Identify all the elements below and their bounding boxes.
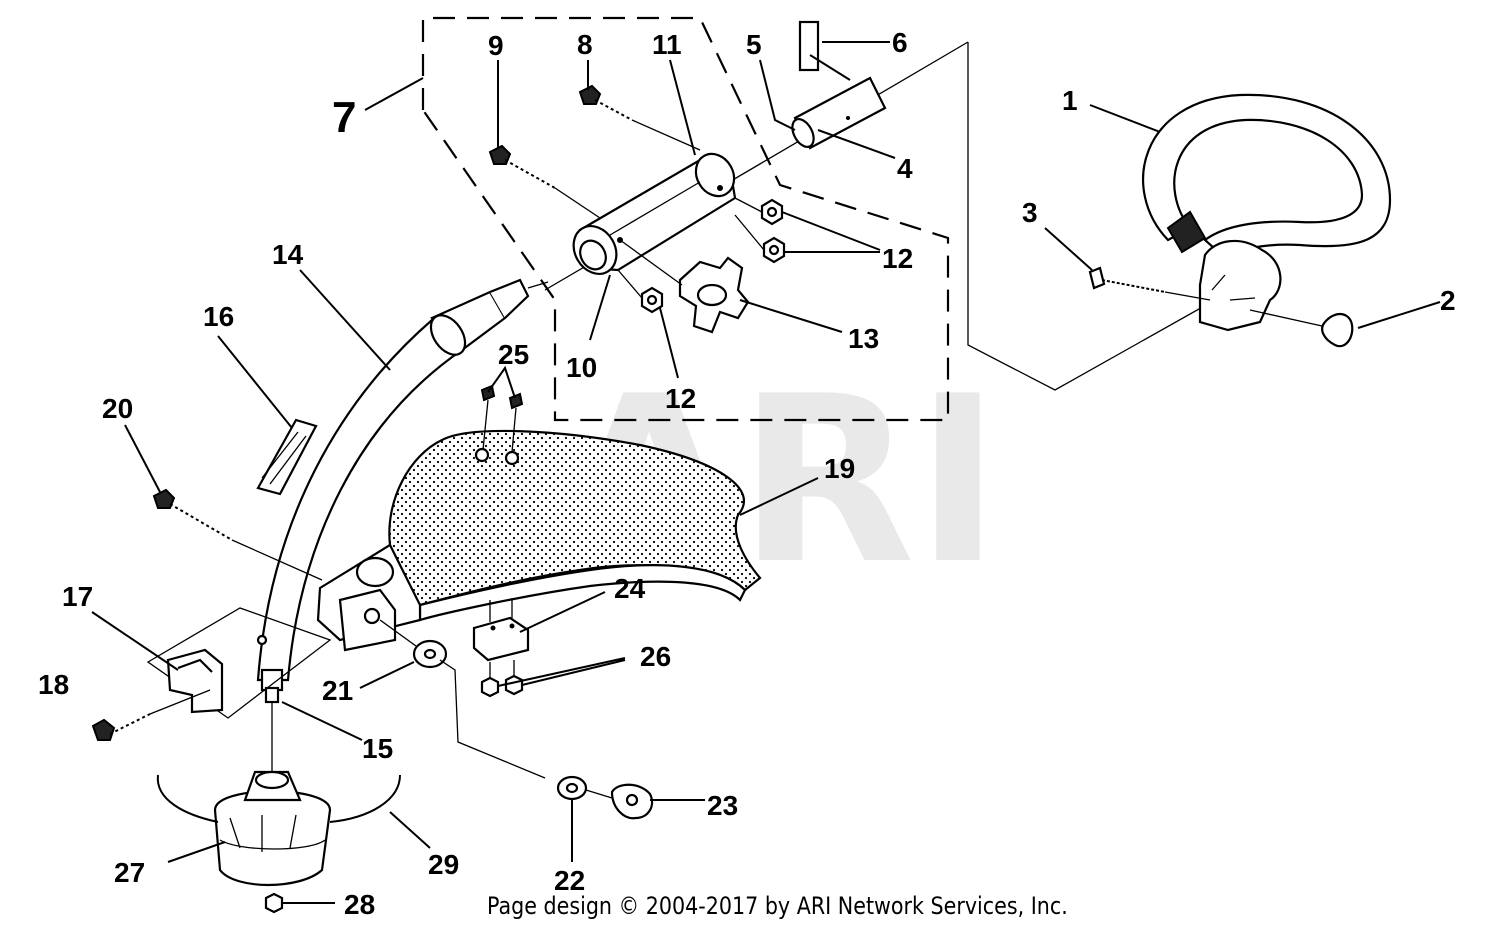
- callout-12-lower: 12: [665, 383, 696, 414]
- leader-1: [1089, 104, 1161, 133]
- part-13-knob: [619, 239, 750, 334]
- part-12-nut-upper: [760, 198, 784, 226]
- part-1-handle: [1142, 93, 1392, 332]
- leader-14: [299, 269, 391, 371]
- part-23-wing-nut: [585, 783, 654, 820]
- callout-23: 23: [707, 790, 738, 821]
- callout-5: 5: [746, 29, 762, 60]
- callout-10: 10: [566, 352, 597, 383]
- leader-21: [359, 661, 415, 689]
- leader-19: [739, 477, 819, 516]
- part-22-washer: [439, 659, 588, 801]
- part-12-nut-lower: [640, 286, 664, 314]
- leader-6: [809, 41, 890, 81]
- part-28-screw: [264, 892, 284, 914]
- leader-12a: [781, 211, 881, 253]
- part-12-nut-middle: [762, 236, 786, 264]
- callout-21: 21: [322, 675, 353, 706]
- callout-19: 19: [824, 453, 855, 484]
- leader-3: [1044, 227, 1093, 271]
- callout-26: 26: [640, 641, 671, 672]
- leader-26: [497, 657, 626, 687]
- leader-24: [519, 591, 606, 633]
- part-15-drive-shaft-tip: [260, 668, 284, 780]
- leader-2: [1357, 301, 1441, 329]
- part-16-shaft-label: [256, 418, 318, 496]
- handle-assembly-line: [967, 42, 1216, 391]
- leader-17: [91, 611, 179, 671]
- callout-4: 4: [897, 153, 913, 184]
- part-24-block: [472, 598, 530, 662]
- callout-22: 22: [554, 865, 585, 896]
- part-29-trimmer-line: [156, 774, 401, 823]
- assembly-boundary: [421, 16, 950, 422]
- callout-3: 3: [1022, 197, 1038, 228]
- part-11-coupler-housing: [572, 152, 737, 275]
- callout-7: 7: [332, 93, 356, 142]
- leader-12b: [659, 307, 679, 379]
- part-19-guard: [316, 429, 762, 652]
- leader-20: [124, 424, 161, 493]
- callout-8: 8: [577, 29, 593, 60]
- leader-10: [589, 274, 611, 341]
- callout-28: 28: [344, 889, 375, 920]
- leader-27: [167, 841, 226, 863]
- part-27-trimmer-head: [213, 770, 332, 886]
- callout-16: 16: [203, 301, 234, 332]
- callout-1: 1: [1062, 85, 1078, 116]
- callout-12-upper: 12: [882, 243, 913, 274]
- callout-9: 9: [488, 30, 504, 61]
- part-6-label-tag: [798, 20, 820, 72]
- leader-13: [739, 299, 843, 333]
- callout-15: 15: [362, 733, 393, 764]
- part-14-lower-shaft: [256, 278, 549, 682]
- leader-16: [217, 335, 293, 429]
- part-9-screw: [488, 144, 601, 219]
- part-2-wing-nut: [1249, 309, 1354, 348]
- leader-7: [364, 77, 424, 111]
- part-21-washer: [379, 619, 448, 669]
- copyright-footer: Page design © 2004-2017 by ARI Network S…: [487, 892, 1068, 920]
- leader-15: [281, 701, 363, 741]
- leader-25: [487, 365, 516, 399]
- part-4-upper-shaft: [791, 76, 887, 150]
- callout-25: 25: [498, 339, 529, 370]
- callout-13: 13: [848, 323, 879, 354]
- part-8-screw: [578, 84, 701, 151]
- callout-29: 29: [428, 849, 459, 880]
- part-18-screw: [91, 689, 211, 741]
- callout-17: 17: [62, 581, 93, 612]
- leader-4: [817, 129, 896, 159]
- part-26-nuts: [480, 660, 524, 698]
- part-25-screws: [480, 384, 524, 453]
- leader-11: [669, 59, 696, 156]
- callout-2: 2: [1440, 285, 1456, 316]
- callout-6: 6: [892, 27, 908, 58]
- part-20-screw: [152, 488, 323, 581]
- callout-24: 24: [614, 573, 646, 604]
- callout-20: 20: [102, 393, 133, 424]
- callout-27: 27: [114, 857, 145, 888]
- part-17-clamp: [146, 607, 332, 719]
- callout-14: 14: [272, 239, 304, 270]
- part-3-bolt: [1088, 266, 1211, 301]
- leader-29: [389, 811, 431, 849]
- callout-18: 18: [38, 669, 69, 700]
- leader-5: [759, 59, 796, 131]
- nut-alignment-lines: [617, 197, 765, 299]
- callout-11: 11: [652, 29, 682, 60]
